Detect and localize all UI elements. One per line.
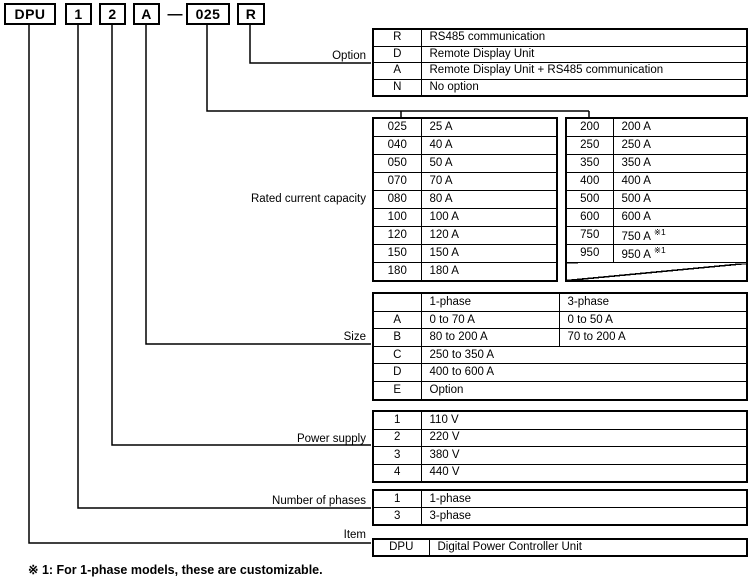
connector-item [28,25,371,544]
code-box-current: 025 [186,3,230,25]
label-size: Size [343,331,366,343]
code-box-item: DPU [4,3,56,25]
connector-power [111,25,371,446]
cell-value: 950 A [621,248,651,261]
label-option: Option [332,50,366,62]
code-box-phases: 1 [65,3,92,25]
label-rated-current-capacity: Rated current capacity [250,193,366,205]
crossed-out-cell [565,262,748,282]
code-box-size: A [133,3,160,25]
code-separator-dash: — [167,5,183,23]
label-power-supply: Power supply [296,433,366,445]
label-item: Item [343,529,366,541]
footnote-ref: ※1 [653,226,666,237]
code-box-power: 2 [99,3,126,25]
label-number-of-phases: Number of phases [272,495,366,507]
footnote: ※ 1: For 1-phase models, these are custo… [28,563,323,577]
connector-size [145,25,371,345]
code-box-option: R [237,3,265,25]
cell-value: 750 A [621,230,651,243]
footnote-ref: ※1 [653,244,666,255]
table-row-crossed-out [565,262,748,282]
